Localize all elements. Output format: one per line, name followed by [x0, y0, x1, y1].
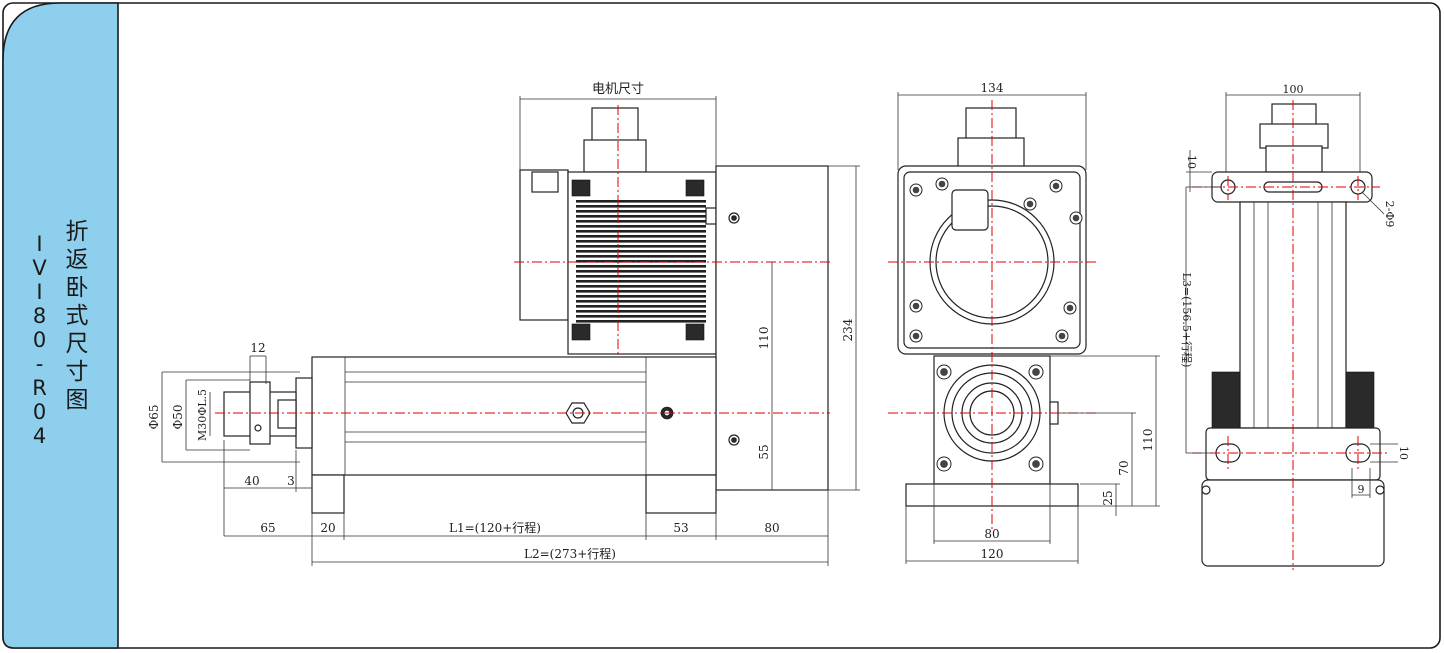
- dim-40: 40: [244, 474, 259, 488]
- dim-10-top: 10: [1185, 155, 1198, 169]
- dim-L1: L1=(120+行程): [449, 520, 541, 535]
- dim-110-side: 110: [757, 327, 771, 350]
- side-view: 电机尺寸: [147, 82, 860, 566]
- dim-80-front: 80: [984, 527, 999, 541]
- dim-L2: L2=(273+行程): [524, 546, 616, 561]
- dim-110-front: 110: [1141, 429, 1155, 452]
- dim-10-bottom: 10: [1397, 446, 1410, 460]
- sidebar-panel: [2, 2, 119, 649]
- dim-70: 70: [1117, 460, 1131, 475]
- dim-phi65: Φ65: [147, 404, 161, 429]
- top-view: 100 10 2-Φ9 L3=(15: [1180, 83, 1410, 570]
- dim-m30: M30ΦL.5: [196, 389, 209, 441]
- front-view: 134 80 120 110 70: [888, 81, 1160, 564]
- dim-80-side: 80: [764, 521, 779, 535]
- drawing-title: 折 返 卧 式 尺 寸 图: [65, 219, 89, 413]
- dim-25: 25: [1101, 490, 1115, 505]
- dim-55: 55: [757, 444, 771, 459]
- dim-134: 134: [981, 81, 1004, 95]
- dim-12: 12: [250, 341, 265, 355]
- dim-3: 3: [287, 474, 295, 488]
- dim-L3: L3=(156.5+行程): [1180, 273, 1193, 368]
- motor-size-label: 电机尺寸: [592, 82, 644, 97]
- model-number: I V I 8 0 - R 0 4: [32, 232, 48, 448]
- dim-120: 120: [981, 547, 1004, 561]
- dim-65: 65: [260, 521, 275, 535]
- dim-20: 20: [320, 521, 335, 535]
- dim-100: 100: [1283, 83, 1304, 96]
- dim-234: 234: [841, 318, 855, 341]
- dim-9: 9: [1358, 483, 1365, 496]
- dim-phi50: Φ50: [171, 404, 185, 429]
- dim-53: 53: [673, 521, 688, 535]
- dim-2-phi9: 2-Φ9: [1383, 201, 1396, 228]
